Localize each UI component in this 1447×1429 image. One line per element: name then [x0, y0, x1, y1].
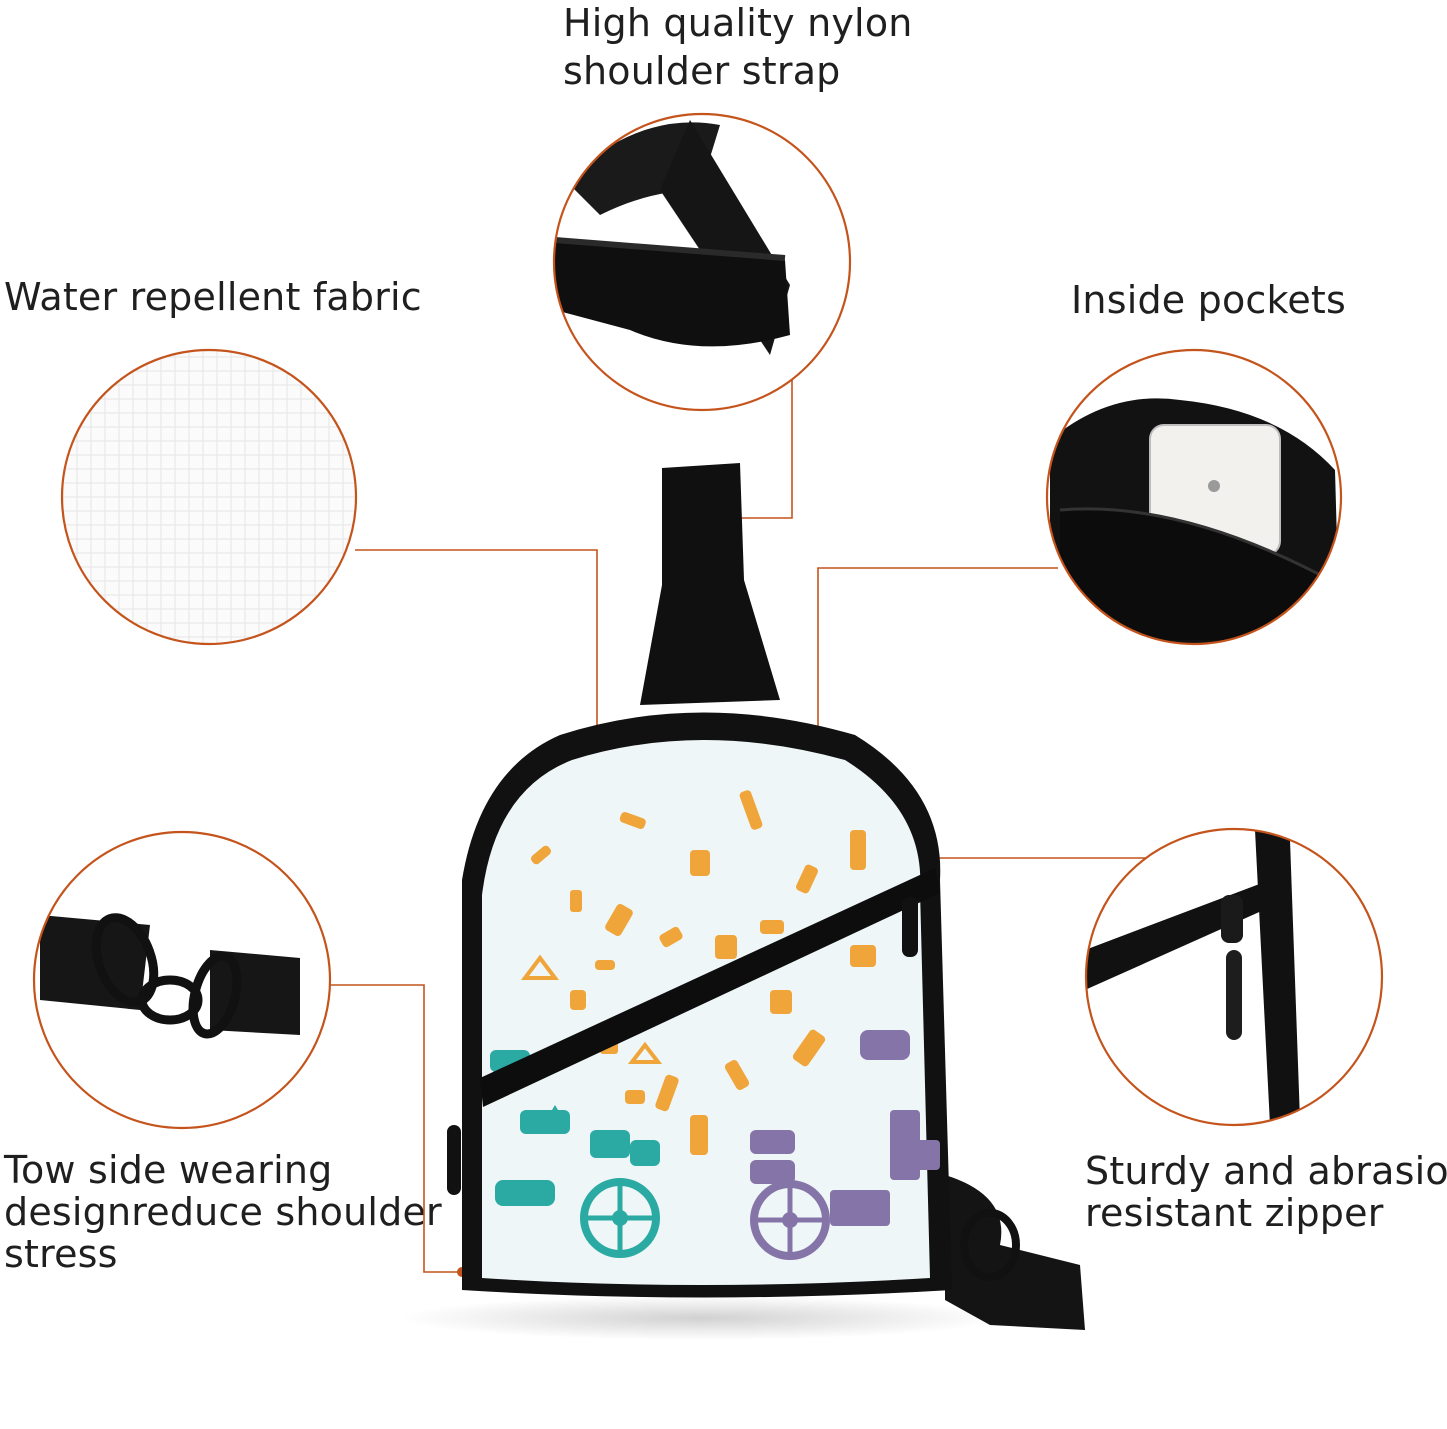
wearing-label: Tow side wearing designreduce shoulder s…: [4, 1149, 442, 1275]
wearing-label-line-2: designreduce shoulder: [4, 1190, 442, 1234]
teal-icons: [490, 1050, 660, 1258]
buckle-detail-image: [32, 830, 332, 1130]
pockets-label: Inside pockets: [1071, 278, 1347, 322]
sling-bag: [447, 712, 952, 1298]
purple-icons: [750, 1030, 940, 1260]
strap-label-line-2: shoulder strap: [563, 49, 841, 93]
strap-label-line-1: High quality nylon: [563, 1, 913, 45]
zipper-label: Sturdy and abrasion resistant zipper: [1085, 1150, 1447, 1234]
zipper-pull: [902, 897, 918, 957]
bag-shadow: [400, 1296, 1000, 1340]
zipper-label-line-2: resistant zipper: [1085, 1191, 1384, 1235]
fabric-label: Water repellent fabric: [4, 275, 422, 319]
wearing-label-line-1: Tow side wearing: [4, 1148, 333, 1192]
diagonal-zipper: [480, 868, 940, 1107]
zipper-label-line-1: Sturdy and abrasion: [1085, 1149, 1447, 1193]
wearing-label-line-3: stress: [4, 1232, 118, 1276]
side-strap: [945, 1175, 1085, 1330]
strap-detail-image: [552, 112, 852, 412]
fabric-detail-image: [60, 348, 358, 646]
top-strap: [640, 463, 780, 705]
side-zipper-pull: [447, 1125, 461, 1195]
pocket-detail-image: [1045, 348, 1343, 646]
zipper-detail-image: [1084, 827, 1384, 1127]
strap-label: High quality nylon shoulder strap: [563, 2, 913, 92]
